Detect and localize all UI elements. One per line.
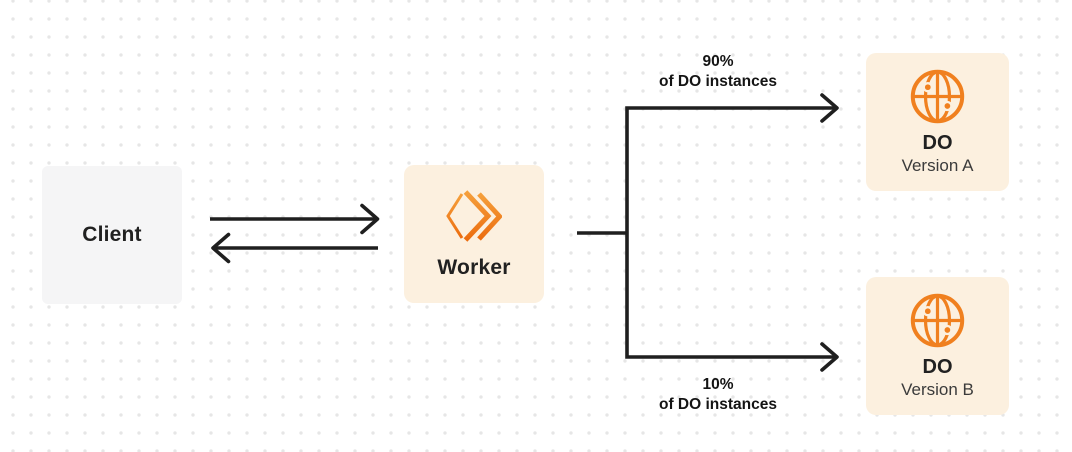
split-bottom-caption: of DO instances (659, 396, 777, 413)
worker-to-client-arrowhead-icon (211, 232, 231, 264)
split-bottom-percent: 10% (702, 376, 734, 393)
node-client: Client (42, 166, 182, 304)
globe-icon (910, 293, 965, 348)
split-top-arrowhead-icon (820, 93, 839, 123)
do-a-title: DO (922, 132, 953, 154)
globe-icon (910, 69, 965, 124)
do-b-title: DO (922, 356, 953, 378)
do-b-subtitle: Version B (901, 380, 974, 399)
split-top-percent: 90% (702, 53, 734, 70)
node-do-version-b: DO Version B (866, 277, 1009, 415)
workers-chevrons-icon (446, 189, 502, 242)
worker-label: Worker (437, 255, 511, 279)
split-bottom-arrowhead-icon (820, 342, 839, 372)
client-label: Client (82, 223, 142, 246)
node-do-version-a: DO Version A (866, 53, 1009, 191)
split-label-top: 90% of DO instances (608, 52, 828, 92)
split-trunk-and-branches (625, 106, 836, 359)
client-to-worker-arrowhead-icon (360, 203, 380, 235)
node-worker: Worker (404, 165, 544, 303)
do-a-subtitle: Version A (901, 156, 974, 175)
split-top-caption: of DO instances (659, 73, 777, 90)
split-label-bottom: 10% of DO instances (608, 375, 828, 415)
